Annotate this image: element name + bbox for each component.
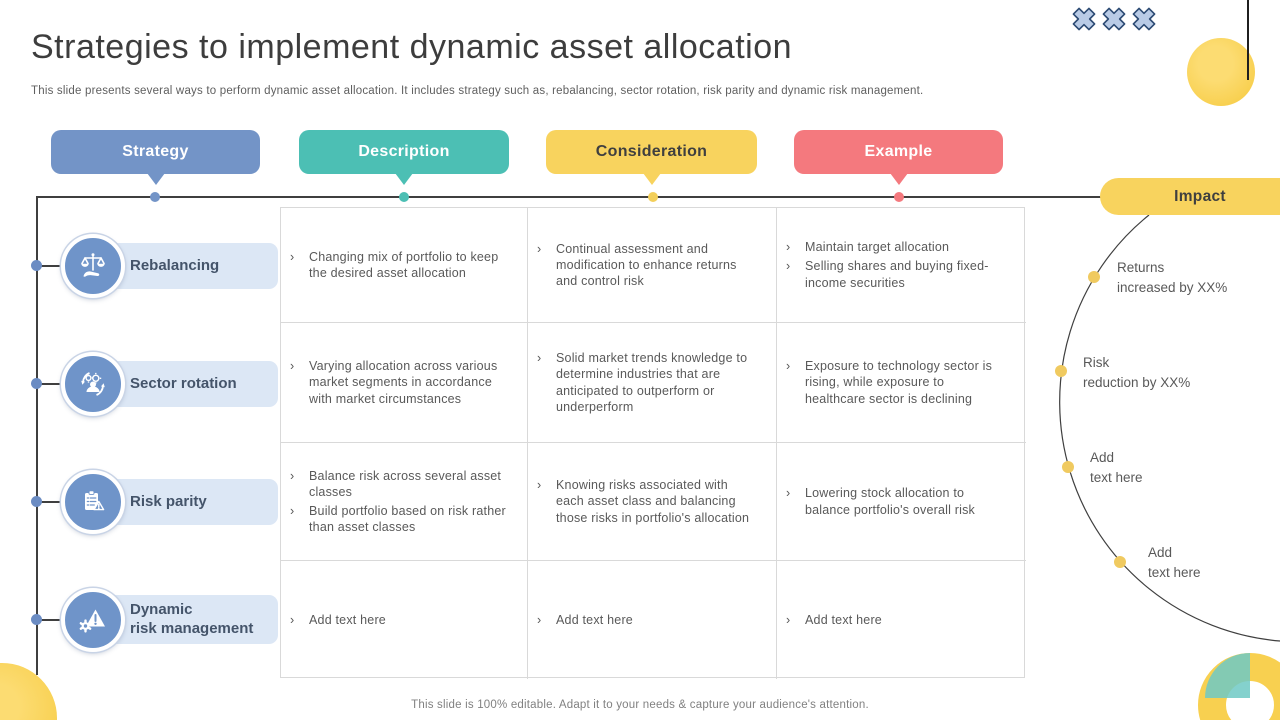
impact-dot — [1062, 461, 1074, 473]
impact-dot — [1055, 365, 1067, 377]
vertical-line-decoration — [1247, 0, 1249, 80]
strategy-table: ›Changing mix of portfolio to keep the d… — [280, 207, 1026, 679]
column-header-consideration[interactable]: Consideration — [546, 130, 757, 185]
bullet-item: ›Selling shares and buying fixed-income … — [786, 259, 989, 290]
cell-rebalancing-description[interactable]: ›Changing mix of portfolio to keep the d… — [281, 208, 528, 323]
bullet-item: ›Continual assessment and modification t… — [537, 241, 737, 289]
row-connector-dot — [31, 496, 42, 507]
bullet-item: ›Maintain target allocation — [786, 240, 950, 255]
row-connector-line — [37, 501, 81, 503]
cell-dynamic-risk-description[interactable]: ›Add text here — [281, 561, 528, 679]
column-header-example[interactable]: Example — [794, 130, 1003, 185]
cross-icon — [1102, 7, 1126, 31]
row-connector-dot — [31, 378, 42, 389]
cross-doodle-icons — [1072, 7, 1156, 31]
cell-risk-parity-consideration[interactable]: ›Knowing risks associated with each asse… — [528, 443, 777, 561]
strategy-label: Rebalancing — [130, 256, 220, 274]
yellow-circle-decoration — [0, 663, 57, 720]
footer-note: This slide is 100% editable. Adapt it to… — [411, 699, 869, 711]
slide-subtitle: This slide presents several ways to perf… — [31, 85, 924, 97]
cell-rebalancing-example[interactable]: ›Maintain target allocation ›Selling shar… — [777, 208, 1026, 323]
cell-dynamic-risk-example[interactable]: ›Add text here — [777, 561, 1026, 679]
column-header-strategy[interactable]: Strategy — [51, 130, 260, 185]
strategy-label: Sector rotation — [130, 374, 237, 392]
bullet-item: ›Balance risk across several asset class… — [290, 468, 502, 499]
row-connector-line — [37, 619, 81, 621]
left-connector-line — [36, 196, 38, 675]
column-header-label: Description — [358, 143, 450, 160]
column-header-label: Strategy — [122, 143, 189, 160]
bullet-item: ›Changing mix of portfolio to keep the d… — [290, 249, 499, 280]
cell-sector-rotation-description[interactable]: ›Varying allocation across various marke… — [281, 323, 528, 443]
cell-risk-parity-example[interactable]: ›Lowering stock allocation to balance po… — [777, 443, 1026, 561]
row-connector-dot — [31, 614, 42, 625]
cell-dynamic-risk-consideration[interactable]: ›Add text here — [528, 561, 777, 679]
bullet-item: ›Add text here — [537, 612, 633, 627]
page-title: Strategies to implement dynamic asset al… — [31, 28, 793, 66]
cell-rebalancing-consideration[interactable]: ›Continual assessment and modification t… — [528, 208, 777, 323]
cell-risk-parity-description[interactable]: ›Balance risk across several asset class… — [281, 443, 528, 561]
yellow-circle-decoration — [1187, 38, 1255, 106]
impact-header-label: Impact — [1174, 187, 1226, 205]
bullet-item: ›Solid market trends knowledge to determ… — [537, 351, 748, 414]
column-header-label: Consideration — [595, 143, 708, 160]
bullet-item: ›Varying allocation across various marke… — [290, 359, 498, 406]
bullet-item: ›Build portfolio based on risk rather th… — [290, 504, 506, 535]
bullet-item: ›Exposure to technology sector is rising… — [786, 359, 993, 406]
header-connector-line — [37, 196, 1110, 198]
bullet-item: ›Knowing risks associated with each asse… — [537, 478, 750, 525]
bullet-item: ›Add text here — [290, 612, 386, 627]
connector-dot — [150, 192, 160, 202]
balance-scales-hand-icon — [61, 234, 125, 298]
row-connector-line — [37, 383, 81, 385]
strategy-label: Risk parity — [130, 492, 207, 510]
row-connector-dot — [31, 260, 42, 271]
row-connector-line — [37, 265, 81, 267]
column-header-description[interactable]: Description — [299, 130, 509, 185]
cell-sector-rotation-consideration[interactable]: ›Solid market trends knowledge to determ… — [528, 323, 777, 443]
cross-icon — [1072, 7, 1096, 31]
sector-rotation-icon — [61, 352, 125, 416]
impact-dot — [1088, 271, 1100, 283]
warning-gear-icon — [61, 588, 125, 652]
column-header-label: Example — [864, 143, 933, 160]
clipboard-warning-icon — [61, 470, 125, 534]
bullet-item: ›Lowering stock allocation to balance po… — [786, 486, 975, 517]
impact-header[interactable]: Impact — [1100, 178, 1280, 215]
cell-sector-rotation-example[interactable]: ›Exposure to technology sector is rising… — [777, 323, 1026, 443]
connector-dot — [648, 192, 658, 202]
impact-dot — [1114, 556, 1126, 568]
bullet-item: ›Add text here — [786, 612, 882, 627]
donut-decoration — [1198, 653, 1280, 720]
connector-dot — [894, 192, 904, 202]
connector-dot — [399, 192, 409, 202]
cross-icon — [1132, 7, 1156, 31]
